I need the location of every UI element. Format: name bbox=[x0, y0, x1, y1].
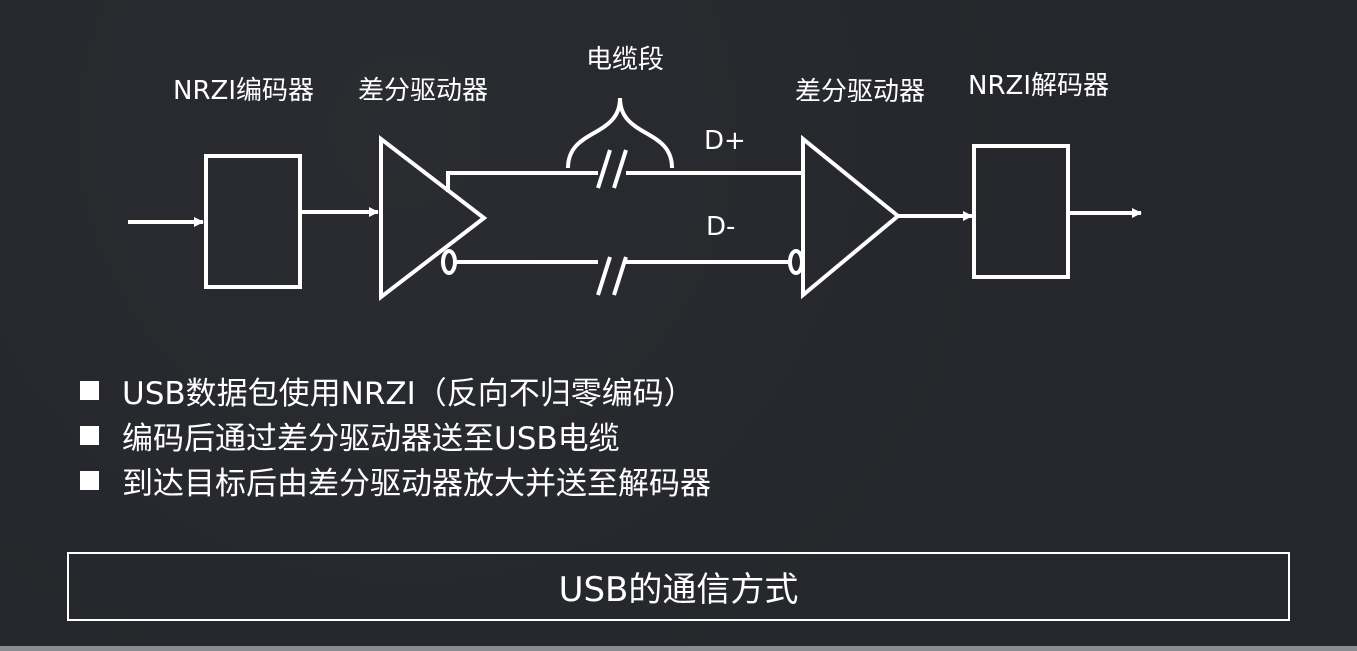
square-bullet-icon bbox=[80, 381, 99, 400]
bullet-text: 到达目标后由差分驱动器放大并送至解码器 bbox=[122, 466, 711, 502]
d-plus-label: D+ bbox=[704, 126, 746, 156]
square-bullet-icon bbox=[80, 426, 99, 445]
nrzi-decoder-label: NRZI解码器 bbox=[968, 71, 1109, 101]
cable-break-mark-upper-1 bbox=[596, 149, 612, 189]
bullet-list: USB数据包使用NRZI（反向不归零编码） 编码后通过差分驱动器送至USB电缆 … bbox=[80, 368, 711, 503]
decoder-box bbox=[972, 144, 1070, 279]
bullet-text: USB数据包使用NRZI（反向不归零编码） bbox=[122, 376, 695, 412]
cable-segment-brace bbox=[566, 97, 674, 169]
nrzi-encoder-label: NRZI编码器 bbox=[173, 76, 314, 106]
bullet-item: 编码后通过差分驱动器送至USB电缆 bbox=[80, 413, 711, 458]
d-minus-label: D- bbox=[706, 212, 736, 242]
bullet-item: 到达目标后由差分驱动器放大并送至解码器 bbox=[80, 458, 711, 503]
slide-title-box: USB的通信方式 bbox=[67, 552, 1290, 621]
left-driver-triangle bbox=[379, 134, 488, 302]
square-bullet-icon bbox=[80, 471, 99, 490]
cable-segment-label: 电缆段 bbox=[586, 45, 665, 75]
d-plus-line-left bbox=[446, 171, 598, 192]
cable-break-mark-lower-1 bbox=[596, 256, 612, 296]
cable-break-mark-lower-2 bbox=[612, 256, 628, 296]
right-driver-triangle bbox=[801, 134, 902, 300]
right-diff-driver-label: 差分驱动器 bbox=[795, 77, 926, 107]
right-inversion-bubble bbox=[788, 249, 804, 275]
bottom-divider bbox=[0, 646, 1357, 651]
left-diff-driver-label: 差分驱动器 bbox=[358, 76, 489, 106]
bullet-text: 编码后通过差分驱动器送至USB电缆 bbox=[122, 421, 620, 457]
slide-title: USB的通信方式 bbox=[558, 570, 799, 610]
cable-break-mark-upper-2 bbox=[612, 149, 628, 189]
bullet-item: USB数据包使用NRZI（反向不归零编码） bbox=[80, 368, 711, 413]
encoder-box bbox=[204, 154, 302, 289]
left-inversion-bubble bbox=[441, 249, 457, 275]
